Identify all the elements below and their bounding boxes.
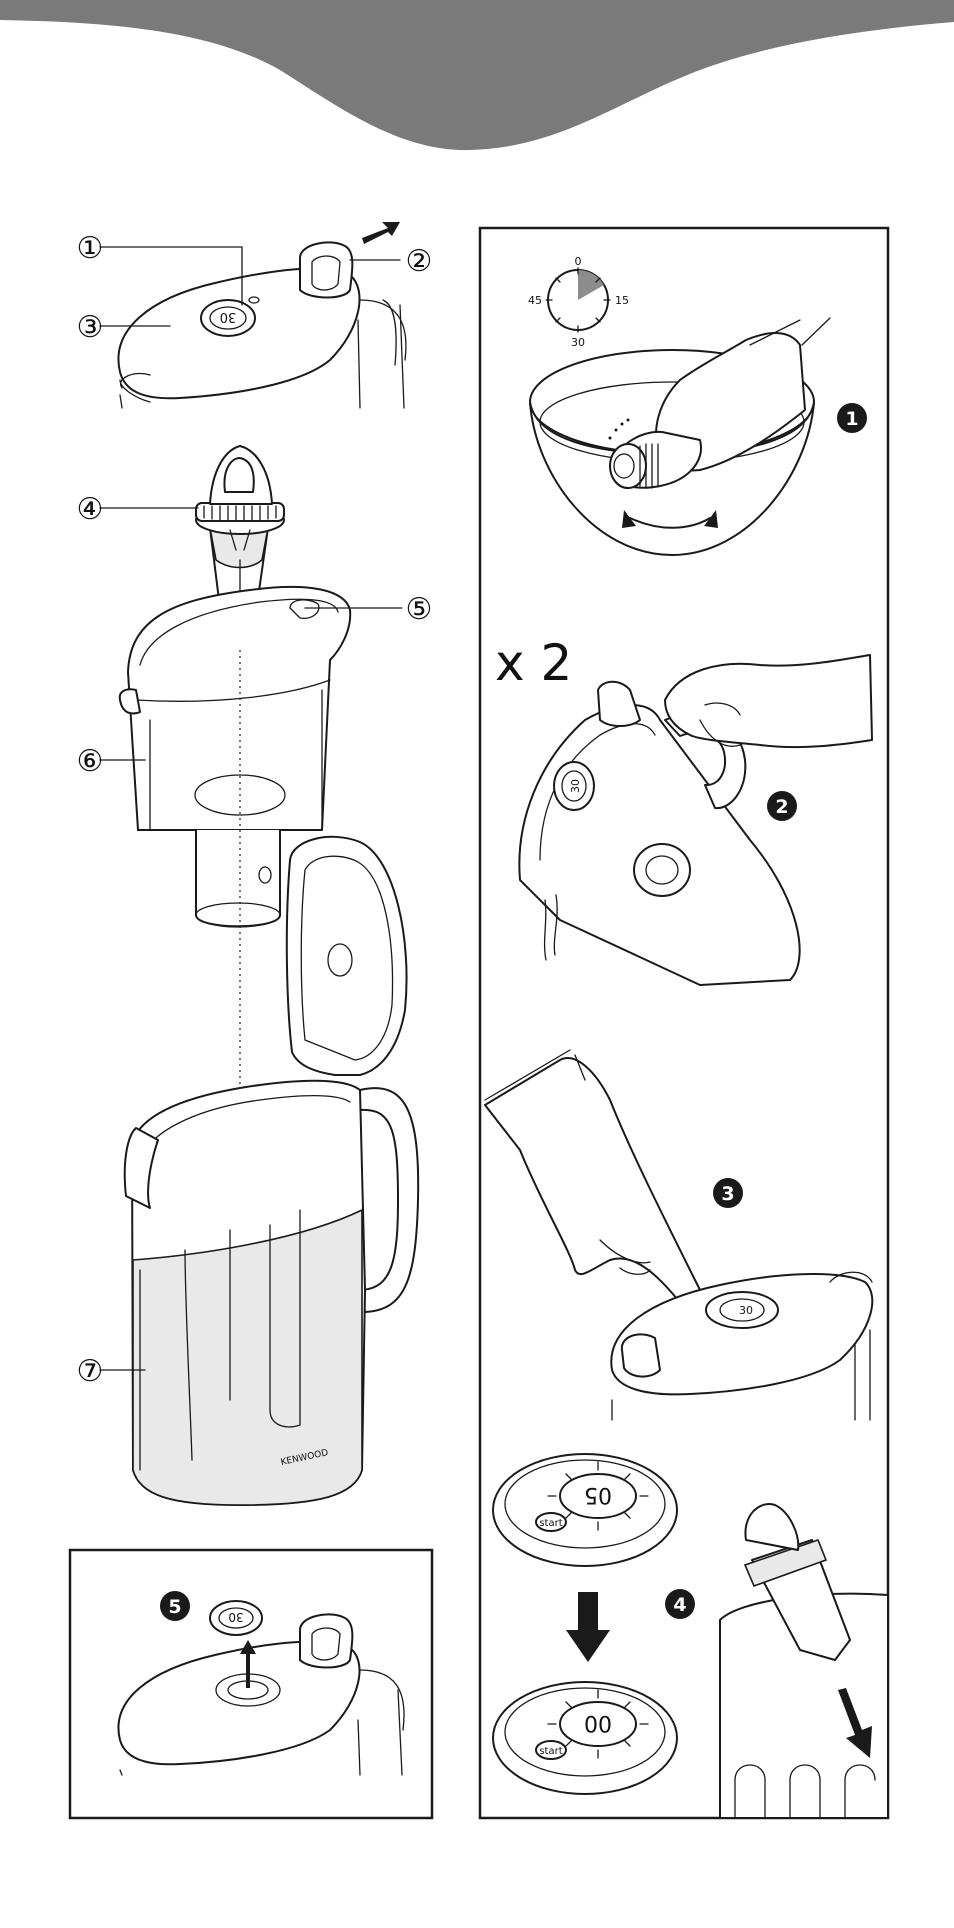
- timer-label-15: 15: [615, 294, 629, 307]
- lid-display-value: 30: [220, 309, 237, 324]
- pour-jug-display: 30: [569, 779, 582, 793]
- parts-diagram: 30: [77, 222, 433, 1506]
- step-1-soak: 0 15 30 45 1: [528, 255, 867, 556]
- step-5-panel: 30 5: [68, 1548, 434, 1820]
- counter-before-value: 05: [584, 1482, 612, 1507]
- header-wave-band: [0, 0, 954, 151]
- callout-7: ⑦: [77, 1354, 104, 1389]
- lid-illustration: 30: [117, 222, 407, 409]
- callout-1: ①: [77, 231, 104, 266]
- callout-3: ③: [77, 310, 104, 345]
- popped-display-value: 30: [228, 1610, 243, 1624]
- filter-cartridge-illustration: [195, 445, 285, 646]
- callout-5: ⑤: [406, 592, 433, 627]
- repeat-label: x 2: [495, 634, 572, 692]
- callout-4: ④: [77, 492, 104, 527]
- counter-before-start: start: [539, 1518, 562, 1529]
- step-1-badge: 1: [845, 408, 858, 430]
- step-2-pour: x 2 30 2: [495, 634, 873, 986]
- callout-6: ⑥: [77, 744, 104, 779]
- callout-2: ②: [406, 244, 433, 279]
- callout-1-leader: [99, 246, 243, 306]
- reset-arrow: [566, 1592, 610, 1662]
- timer-label-30: 30: [571, 336, 585, 349]
- step-4-badge: 4: [673, 1594, 686, 1616]
- timer-label-45: 45: [528, 294, 542, 307]
- counter-after-start: start: [539, 1746, 562, 1757]
- counter-after-value: 00: [584, 1710, 612, 1735]
- step-5-badge: 5: [168, 1596, 181, 1618]
- step-3-badge: 3: [721, 1183, 734, 1205]
- timer-label-0: 0: [575, 255, 582, 268]
- step-3-press: 30 3: [484, 1049, 874, 1421]
- press-lid-display: 30: [739, 1304, 753, 1317]
- jug-illustration: KENWOOD: [123, 835, 420, 1506]
- step-4-counter: 05 start 00 start 4: [492, 1453, 889, 1819]
- reservoir-illustration: [118, 585, 352, 928]
- step-2-badge: 2: [775, 796, 788, 818]
